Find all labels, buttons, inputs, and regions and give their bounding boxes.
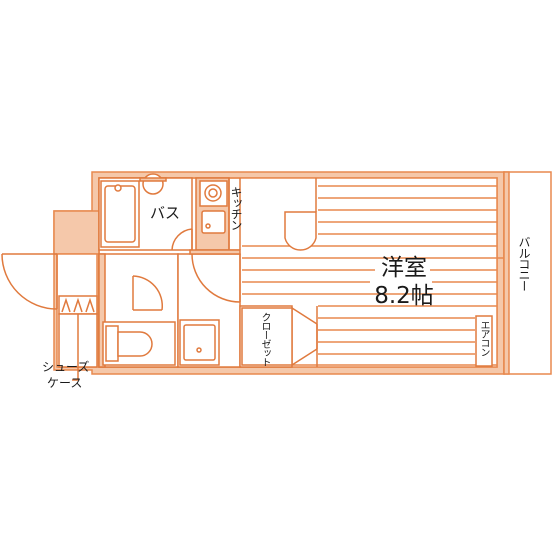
kitchen-label: キッチン	[229, 186, 243, 230]
bath-label: バス	[150, 204, 181, 222]
closet	[239, 305, 318, 368]
bath-room	[98, 173, 193, 251]
washstand	[177, 253, 241, 368]
shoe-case-label-line2: ケース	[47, 376, 83, 390]
room-size-label: 8.2帖	[374, 283, 434, 309]
room-door	[189, 249, 241, 303]
aircon-unit	[475, 315, 493, 367]
entry-wall-left	[53, 210, 100, 255]
refrigerator	[284, 178, 317, 251]
kitchen-block	[195, 177, 241, 251]
shoe-case-label-line1: シューズ	[42, 360, 90, 374]
shoe-case	[58, 295, 98, 381]
entrance-door	[1, 253, 58, 310]
toilet-room	[98, 253, 179, 368]
aircon-label: エアコン	[478, 320, 489, 356]
closet-label: クローゼット	[259, 312, 270, 366]
balcony-label: バルコニー	[517, 236, 531, 291]
room-name-label: 洋室	[381, 255, 427, 281]
balcony	[497, 171, 552, 375]
